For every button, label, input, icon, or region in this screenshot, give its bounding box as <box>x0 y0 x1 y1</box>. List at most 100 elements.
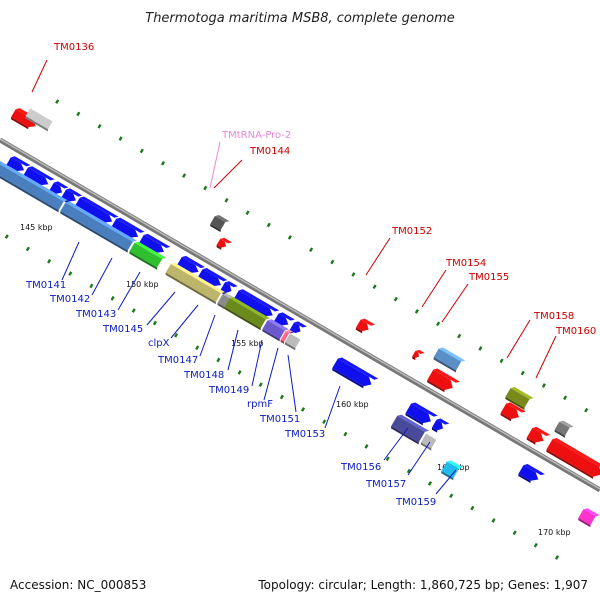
tick-mark <box>25 246 30 252</box>
gene-tm0143-cds[interactable] <box>128 240 167 271</box>
tick-mark <box>245 210 250 216</box>
gene-clpx-cds[interactable] <box>217 292 234 310</box>
tick-mark <box>203 185 208 191</box>
kbp-label: 160 kbp <box>336 400 369 409</box>
gene-tm0157-cds[interactable] <box>420 431 441 452</box>
gene-tm0141-cds[interactable] <box>0 159 68 214</box>
tick-mark <box>174 332 179 338</box>
gene-label-tm0147[interactable]: TM0147 <box>157 355 198 366</box>
gene-tm0149-cds[interactable] <box>261 318 289 343</box>
gene-label-tm0141[interactable]: TM0141 <box>25 280 66 291</box>
gene-label-tm0158[interactable]: TM0158 <box>533 311 574 322</box>
accession-text: Accession: NC_000853 <box>10 578 147 592</box>
gene-tm0154-cds[interactable] <box>433 346 466 374</box>
gene-features[interactable] <box>0 106 600 528</box>
gene-tm0160[interactable] <box>545 437 600 483</box>
tick-mark <box>182 173 187 178</box>
gene-label-tm0155[interactable]: TM0155 <box>468 272 509 283</box>
trna-label[interactable]: TMtRNA-Pro-2 <box>221 130 291 141</box>
tick-mark <box>491 518 496 523</box>
kbp-label: 155 kbp <box>231 339 264 348</box>
gene-tm0158-cds[interactable] <box>554 419 574 439</box>
tick-mark <box>287 235 292 240</box>
gene-tmtrna-pro-2[interactable] <box>209 214 230 234</box>
gene-tm0144[interactable] <box>216 236 233 252</box>
gene-label-tm0148[interactable]: TM0148 <box>183 370 224 381</box>
gene-tm0158a[interactable] <box>526 425 551 448</box>
gene-label-tm0151[interactable]: TM0151 <box>259 414 300 425</box>
kbp-label: 170 kbp <box>538 528 571 537</box>
gene-label-tm0156[interactable]: TM0156 <box>340 462 381 473</box>
gene-tm0156-cds[interactable] <box>390 413 429 445</box>
gene-tm0142-cds[interactable] <box>59 200 137 254</box>
tick-mark <box>266 222 271 228</box>
tick-marks <box>4 99 589 560</box>
gene-label-tm0152[interactable]: TM0152 <box>391 226 432 237</box>
gene-label-tm0144[interactable]: TM0144 <box>249 146 290 157</box>
tick-mark <box>457 333 462 339</box>
gene-tm0159-cds[interactable] <box>440 459 464 481</box>
gene-label-tm0142[interactable]: TM0142 <box>49 294 90 305</box>
gene-label-clpx[interactable]: clpX <box>148 338 170 349</box>
tick-mark <box>118 136 123 141</box>
gene-tm0155[interactable] <box>500 401 526 425</box>
tick-mark <box>97 123 102 129</box>
tick-mark <box>309 247 314 253</box>
tick-mark <box>110 295 115 301</box>
tick-mark <box>322 419 327 425</box>
leader-lines <box>31 59 557 495</box>
gene-tm0153[interactable] <box>331 356 379 392</box>
tick-mark <box>224 197 229 203</box>
topology-text: Topology: circular; Length: 1,860,725 bp… <box>258 578 588 592</box>
tick-mark <box>554 555 560 560</box>
gene-tm0152[interactable] <box>355 317 376 337</box>
gene-end-rev[interactable] <box>577 507 600 529</box>
kbp-label: 150 kbp <box>126 280 159 289</box>
gene-label-tm0136[interactable]: TM0136 <box>53 42 94 53</box>
kbp-label: 145 kbp <box>20 223 53 232</box>
gene-label-tm0149[interactable]: TM0149 <box>208 385 249 396</box>
gene-label-tm0159[interactable]: TM0159 <box>395 497 436 508</box>
gene-label-tm0145[interactable]: TM0145 <box>102 324 143 335</box>
tick-mark <box>470 505 475 511</box>
tick-mark <box>512 530 517 536</box>
gene-label-tm0154[interactable]: TM0154 <box>445 258 486 269</box>
gene-tm0156[interactable] <box>405 401 438 429</box>
tick-mark <box>499 358 504 364</box>
gene-label-rpmf[interactable]: rpmF <box>247 399 273 410</box>
tick-mark <box>68 271 73 276</box>
gene-label-tm0143[interactable]: TM0143 <box>75 309 116 320</box>
tick-mark <box>541 383 546 388</box>
gene-label-tm0153[interactable]: TM0153 <box>284 429 325 440</box>
gene-tm0157a[interactable] <box>431 417 450 436</box>
gene-tm0145-cds[interactable] <box>165 261 226 305</box>
gene-tm0159[interactable] <box>517 462 545 487</box>
gene-tm0155-cds[interactable] <box>504 385 534 411</box>
tick-mark <box>351 272 356 277</box>
gene-tm0154[interactable] <box>426 367 460 396</box>
tick-mark <box>76 111 81 117</box>
gene-label-tm0160[interactable]: TM0160 <box>555 326 596 337</box>
tick-mark <box>152 320 157 326</box>
tick-mark <box>300 407 306 412</box>
tick-mark <box>414 309 419 314</box>
tick-mark <box>436 321 441 327</box>
kbp-labels: 145 kbp 150 kbp 155 kbp 160 kbp 165 kbp … <box>20 223 571 537</box>
tick-mark <box>364 444 369 449</box>
tick-mark <box>55 99 60 104</box>
gene-rpmf-cds[interactable] <box>280 328 294 344</box>
tick-mark <box>343 431 348 437</box>
tick-mark <box>533 542 538 548</box>
gene-tm0136-cds[interactable] <box>25 106 57 133</box>
genome-backbone <box>0 137 600 493</box>
tick-mark <box>372 284 377 290</box>
gene-tm0151-cds[interactable] <box>284 331 305 352</box>
tick-mark <box>139 148 144 154</box>
gene-tm0148-cds[interactable] <box>223 296 270 332</box>
tick-mark <box>279 394 284 400</box>
gene-small-fwd[interactable] <box>411 348 425 362</box>
map-title: Thermotoga maritima MSB8, complete genom… <box>145 11 454 26</box>
gene-label-tm0157[interactable]: TM0157 <box>365 479 406 490</box>
tick-mark <box>584 407 589 413</box>
